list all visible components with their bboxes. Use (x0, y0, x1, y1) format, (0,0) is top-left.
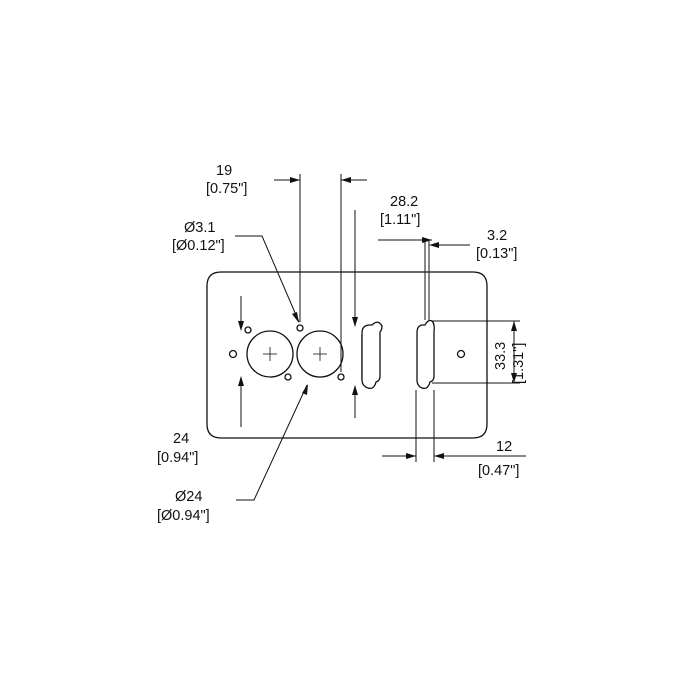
screw-hole-right-top (296, 324, 304, 332)
dim-12-inch: [0.47"] (478, 463, 519, 479)
screw-hole-left-bottom (284, 373, 292, 381)
dim-3-2-inch: [0.13"] (476, 246, 517, 262)
plate-outline (206, 271, 488, 439)
dim-12-value: 12 (496, 439, 512, 455)
mounting-hole-left (228, 349, 238, 359)
dim-24-value: 24 (173, 431, 189, 447)
xlr-cutout-left (244, 326, 294, 381)
dim-hole-24: Ø24 [Ø0.94"] (157, 384, 308, 524)
dim-3-2: 3.2 [0.13"] (424, 228, 517, 320)
dim-28-2-value: 28.2 (390, 194, 418, 210)
dim-24-inch: [0.94"] (157, 450, 198, 466)
xlr-cutout-right (296, 324, 345, 381)
screw-hole-left-top (244, 326, 252, 334)
dsub-cutout-right (416, 319, 435, 390)
dim-28-2: 28.2 [1.11"] (352, 194, 432, 418)
dim-19: 19 [0.75"] (206, 163, 367, 372)
dim-hole-3-1-value: Ø3.1 (184, 220, 215, 236)
dim-33-3-value: 33.3 (493, 342, 509, 370)
dim-19-value: 19 (216, 163, 232, 179)
screw-hole-right-bottom (337, 373, 345, 381)
dim-24: 24 [0.94"] (157, 296, 244, 466)
dsub-cutout-left-outline (361, 321, 383, 390)
dim-3-2-value: 3.2 (487, 228, 507, 244)
dim-12: 12 [0.47"] (382, 390, 526, 479)
dim-33-3: 33.3 [1.31"] (432, 320, 527, 384)
dim-hole-3-1: Ø3.1 [Ø0.12"] (172, 220, 300, 323)
mounting-hole-right (456, 349, 466, 359)
dim-19-inch: [0.75"] (206, 181, 247, 197)
dim-hole-24-value: Ø24 (175, 489, 202, 505)
dim-28-2-inch: [1.11"] (380, 212, 420, 228)
dim-hole-3-1-inch: [Ø0.12"] (172, 238, 225, 254)
dim-hole-24-inch: [Ø0.94"] (157, 508, 210, 524)
dim-33-3-inch: [1.31"] (511, 343, 527, 384)
